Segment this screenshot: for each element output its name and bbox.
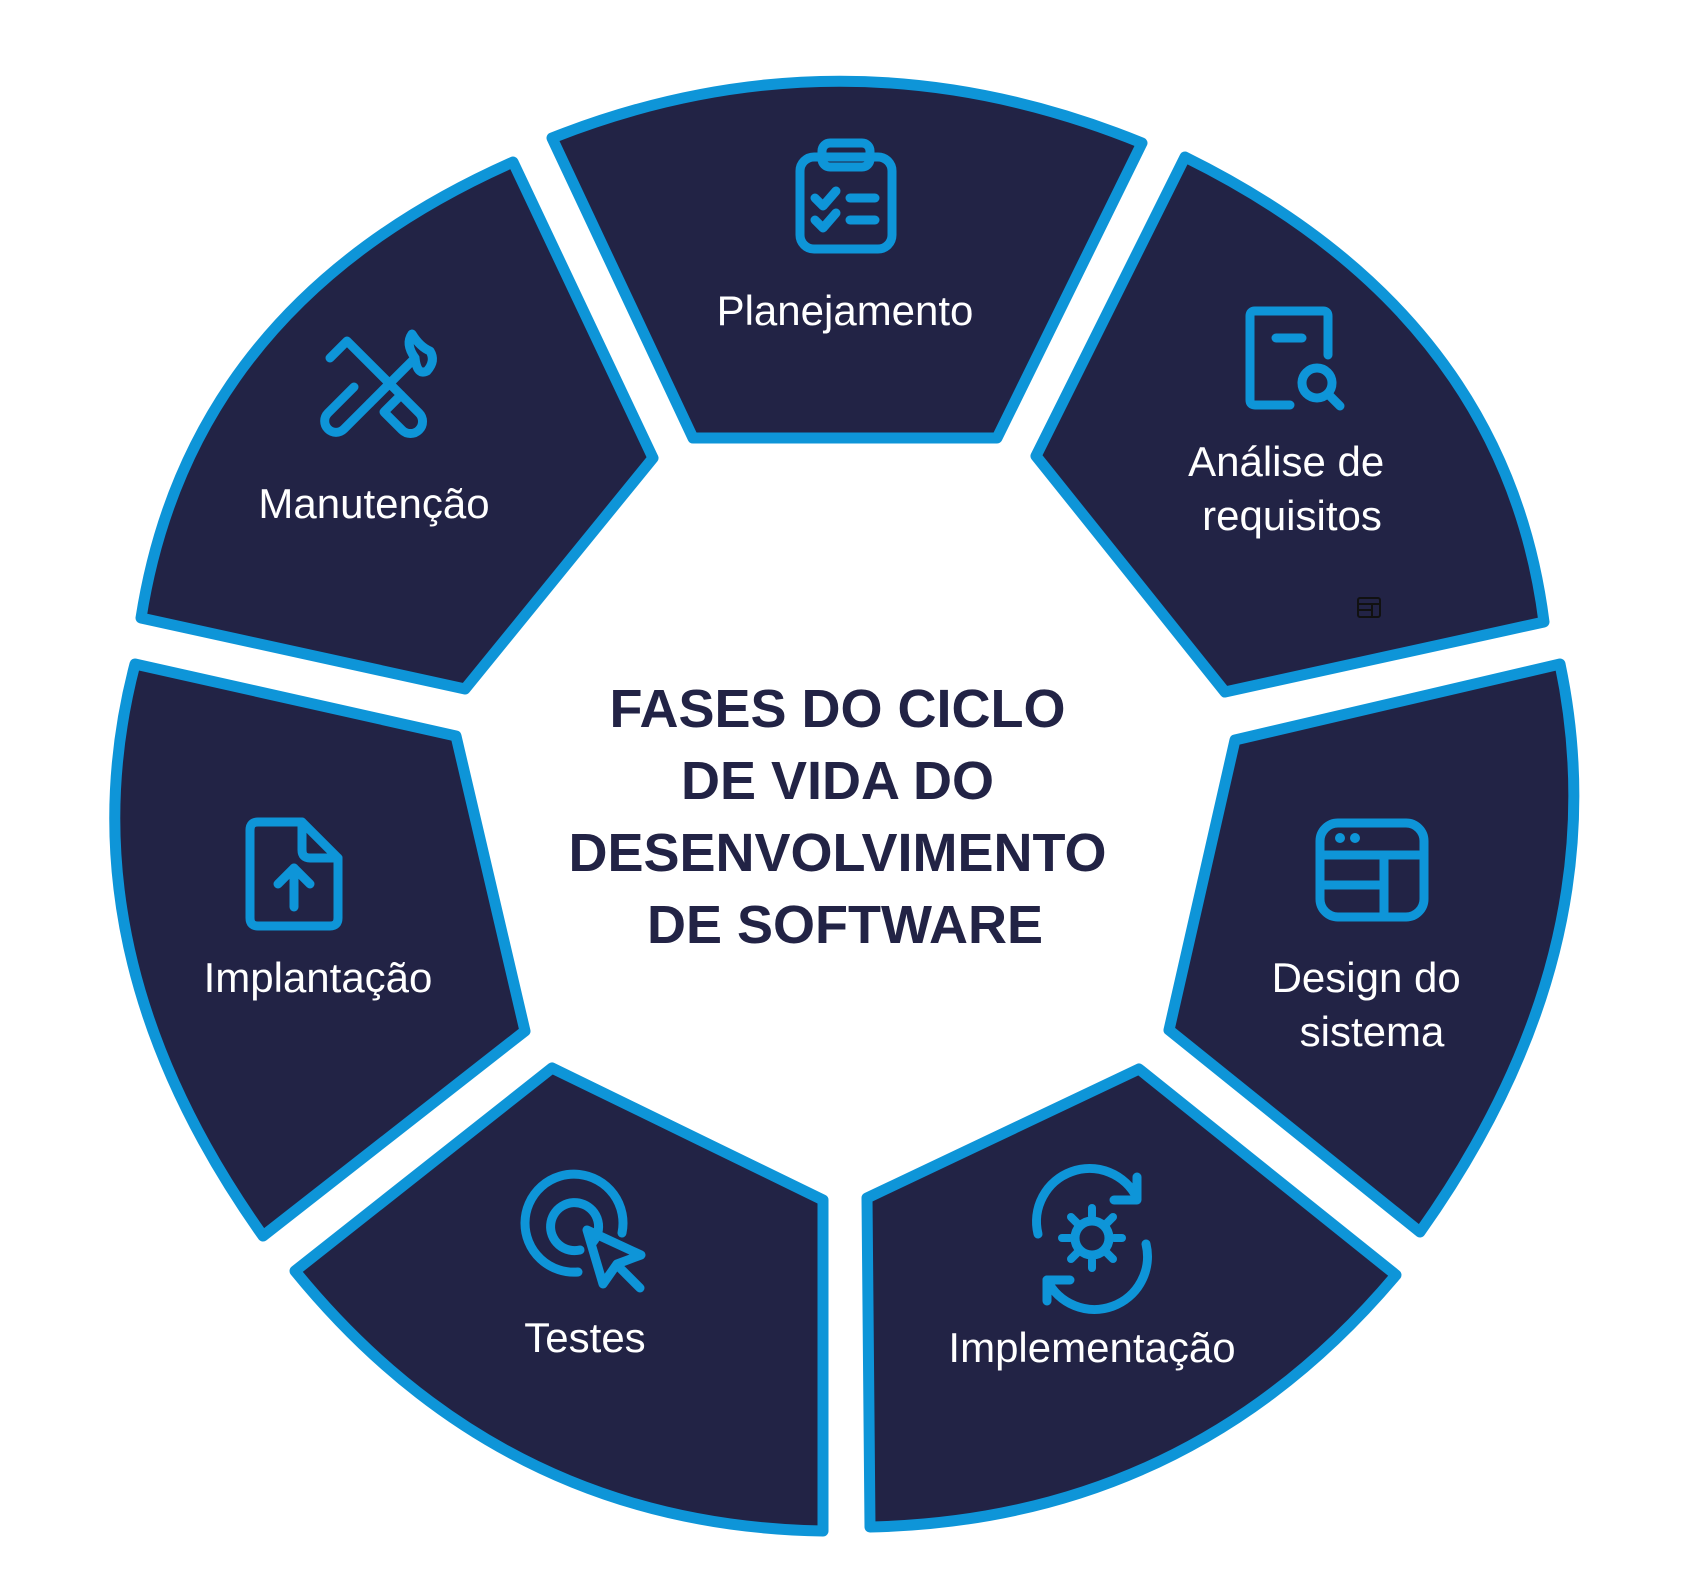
label-line: Testes bbox=[524, 1314, 645, 1361]
phase-planejamento: Planejamento bbox=[546, 75, 1148, 444]
label-analise-de-requisitos: Análise de requisitos bbox=[1188, 438, 1396, 539]
label-implementacao: Implementação bbox=[948, 1324, 1235, 1371]
small-window-icon bbox=[1357, 597, 1381, 618]
phase-design-do-sistema: Design do sistema bbox=[1163, 658, 1580, 1238]
label-design-do-sistema: Design do sistema bbox=[1272, 954, 1473, 1055]
title-line: DE SOFTWARE bbox=[647, 895, 1043, 955]
tools-icon bbox=[320, 329, 437, 438]
label-line: Análise de bbox=[1188, 438, 1384, 485]
gear-sync-icon bbox=[1032, 1164, 1152, 1314]
document-search-icon bbox=[1245, 306, 1345, 411]
label-line: Manutenção bbox=[258, 480, 489, 527]
segment-testes bbox=[289, 1062, 829, 1537]
phase-analise-de-requisitos: Análise de requisitos bbox=[1030, 151, 1550, 698]
segment-analise-de-requisitos bbox=[1030, 151, 1550, 698]
phase-testes: Testes bbox=[289, 1062, 829, 1537]
title-line: DESENVOLVIMENTO bbox=[568, 823, 1106, 883]
label-implantacao: Implantação bbox=[204, 954, 433, 1001]
label-line: Implantação bbox=[204, 954, 433, 1001]
label-line: Implementação bbox=[948, 1324, 1235, 1371]
label-line: requisitos bbox=[1202, 492, 1382, 539]
segment-implantacao bbox=[109, 658, 531, 1242]
title-line: FASES DO CICLO bbox=[609, 679, 1065, 739]
target-cursor-icon bbox=[520, 1169, 646, 1293]
label-line: sistema bbox=[1300, 1008, 1445, 1055]
segment-design-do-sistema bbox=[1163, 658, 1580, 1238]
diagram-title: FASES DO CICLO DE VIDA DO DESENVOLVIMENT… bbox=[568, 679, 1121, 955]
phase-implantacao: Implantação bbox=[109, 658, 531, 1242]
label-planejamento: Planejamento bbox=[717, 287, 974, 334]
title-line: DE VIDA DO bbox=[681, 751, 994, 811]
label-line: Design do bbox=[1272, 954, 1461, 1001]
label-manutencao: Manutenção bbox=[258, 480, 489, 527]
clipboard-checklist-icon bbox=[795, 138, 897, 254]
layout-window-icon bbox=[1315, 818, 1429, 922]
label-testes: Testes bbox=[524, 1314, 645, 1361]
phase-implementacao: Implementação bbox=[861, 1063, 1402, 1533]
label-line: Planejamento bbox=[717, 287, 974, 334]
segment-planejamento bbox=[546, 75, 1148, 444]
phase-manutencao: Manutenção bbox=[135, 156, 659, 695]
file-upload-icon bbox=[245, 817, 343, 931]
